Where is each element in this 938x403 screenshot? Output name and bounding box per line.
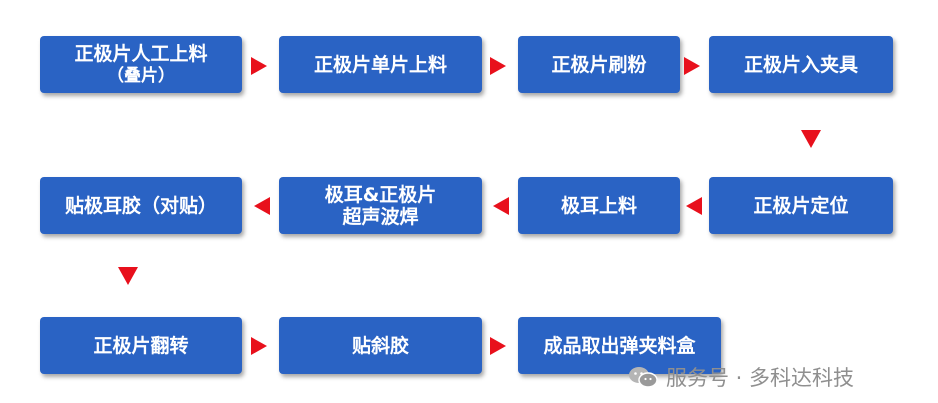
arrow-right-4: [251, 337, 267, 355]
wechat-icon: [629, 367, 658, 388]
step-4-box: 正极片入夹具: [709, 36, 893, 93]
arrow-down-1: [801, 130, 821, 148]
arrow-right-5: [490, 337, 506, 355]
step-8-box: 贴极耳胶（对贴）: [40, 177, 242, 234]
step-1-box: 正极片人工上料 （叠片）: [40, 36, 242, 93]
step-7-line2: 超声波焊: [342, 205, 419, 228]
arrow-right-2: [490, 57, 506, 75]
watermark-text: 服务号 · 多科达科技: [666, 366, 855, 390]
arrow-right-1: [251, 57, 267, 75]
arrow-right-3: [684, 57, 700, 75]
step-8-label: 贴极耳胶（对贴）: [64, 194, 217, 217]
step-11-box: 成品取出弹夹料盒: [518, 317, 721, 374]
step-6-label: 极耳上料: [560, 194, 637, 217]
step-3-label: 正极片刷粉: [551, 53, 647, 76]
step-9-label: 正极片翻转: [93, 334, 189, 357]
arrow-left-3: [254, 197, 270, 215]
step-10-box: 贴斜胶: [279, 317, 482, 374]
arrow-left-2: [493, 197, 509, 215]
step-2-label: 正极片单片上料: [313, 53, 447, 76]
step-5-box: 正极片定位: [709, 177, 893, 234]
step-4-label: 正极片入夹具: [743, 53, 858, 76]
step-11-label: 成品取出弹夹料盒: [543, 334, 696, 357]
step-6-box: 极耳上料: [518, 177, 680, 234]
step-1-line1: 正极片人工上料: [74, 42, 208, 65]
step-1-line2: （叠片）: [107, 65, 175, 86]
step-3-box: 正极片刷粉: [518, 36, 680, 93]
step-2-box: 正极片单片上料: [279, 36, 482, 93]
arrow-left-1: [686, 197, 702, 215]
step-7-box: 极耳&正极片 超声波焊: [279, 177, 482, 234]
step-9-box: 正极片翻转: [40, 317, 242, 374]
step-5-label: 正极片定位: [753, 194, 849, 217]
step-10-label: 贴斜胶: [351, 334, 409, 357]
arrow-down-2: [118, 267, 138, 285]
step-7-line1: 极耳&正极片: [324, 183, 437, 206]
watermark: 服务号 · 多科达科技: [628, 362, 854, 392]
